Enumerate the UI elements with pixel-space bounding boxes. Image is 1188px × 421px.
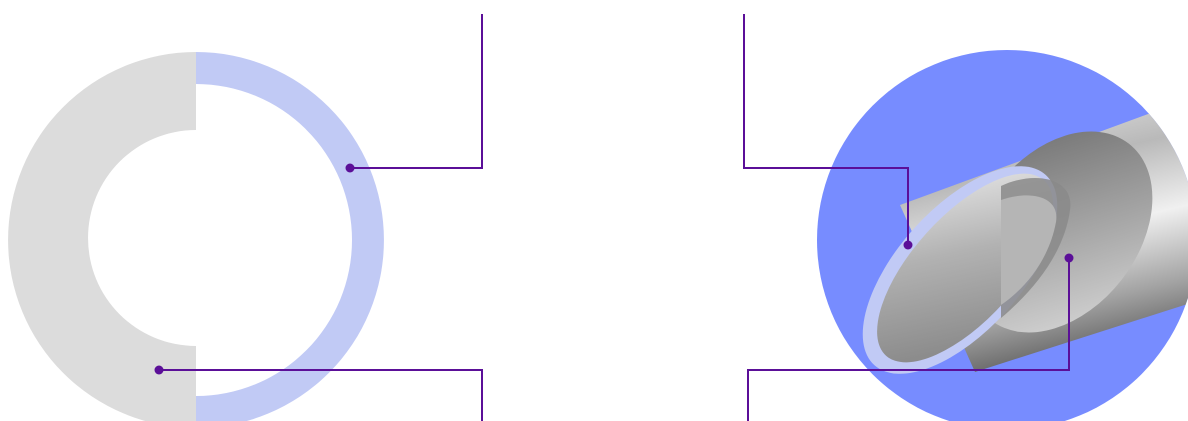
callout-dot-inner-tube	[1065, 254, 1074, 263]
leader-line-outer-layer	[350, 14, 482, 168]
ring-left-grey-half	[8, 52, 196, 421]
tube-cutaway	[817, 50, 1188, 421]
callout-dot-core	[155, 366, 164, 375]
ring-right-blue-band	[196, 52, 384, 421]
ring-cross-section	[8, 52, 384, 421]
callout-dot-outer-layer	[346, 164, 355, 173]
callout-dot-sheath	[904, 241, 913, 250]
